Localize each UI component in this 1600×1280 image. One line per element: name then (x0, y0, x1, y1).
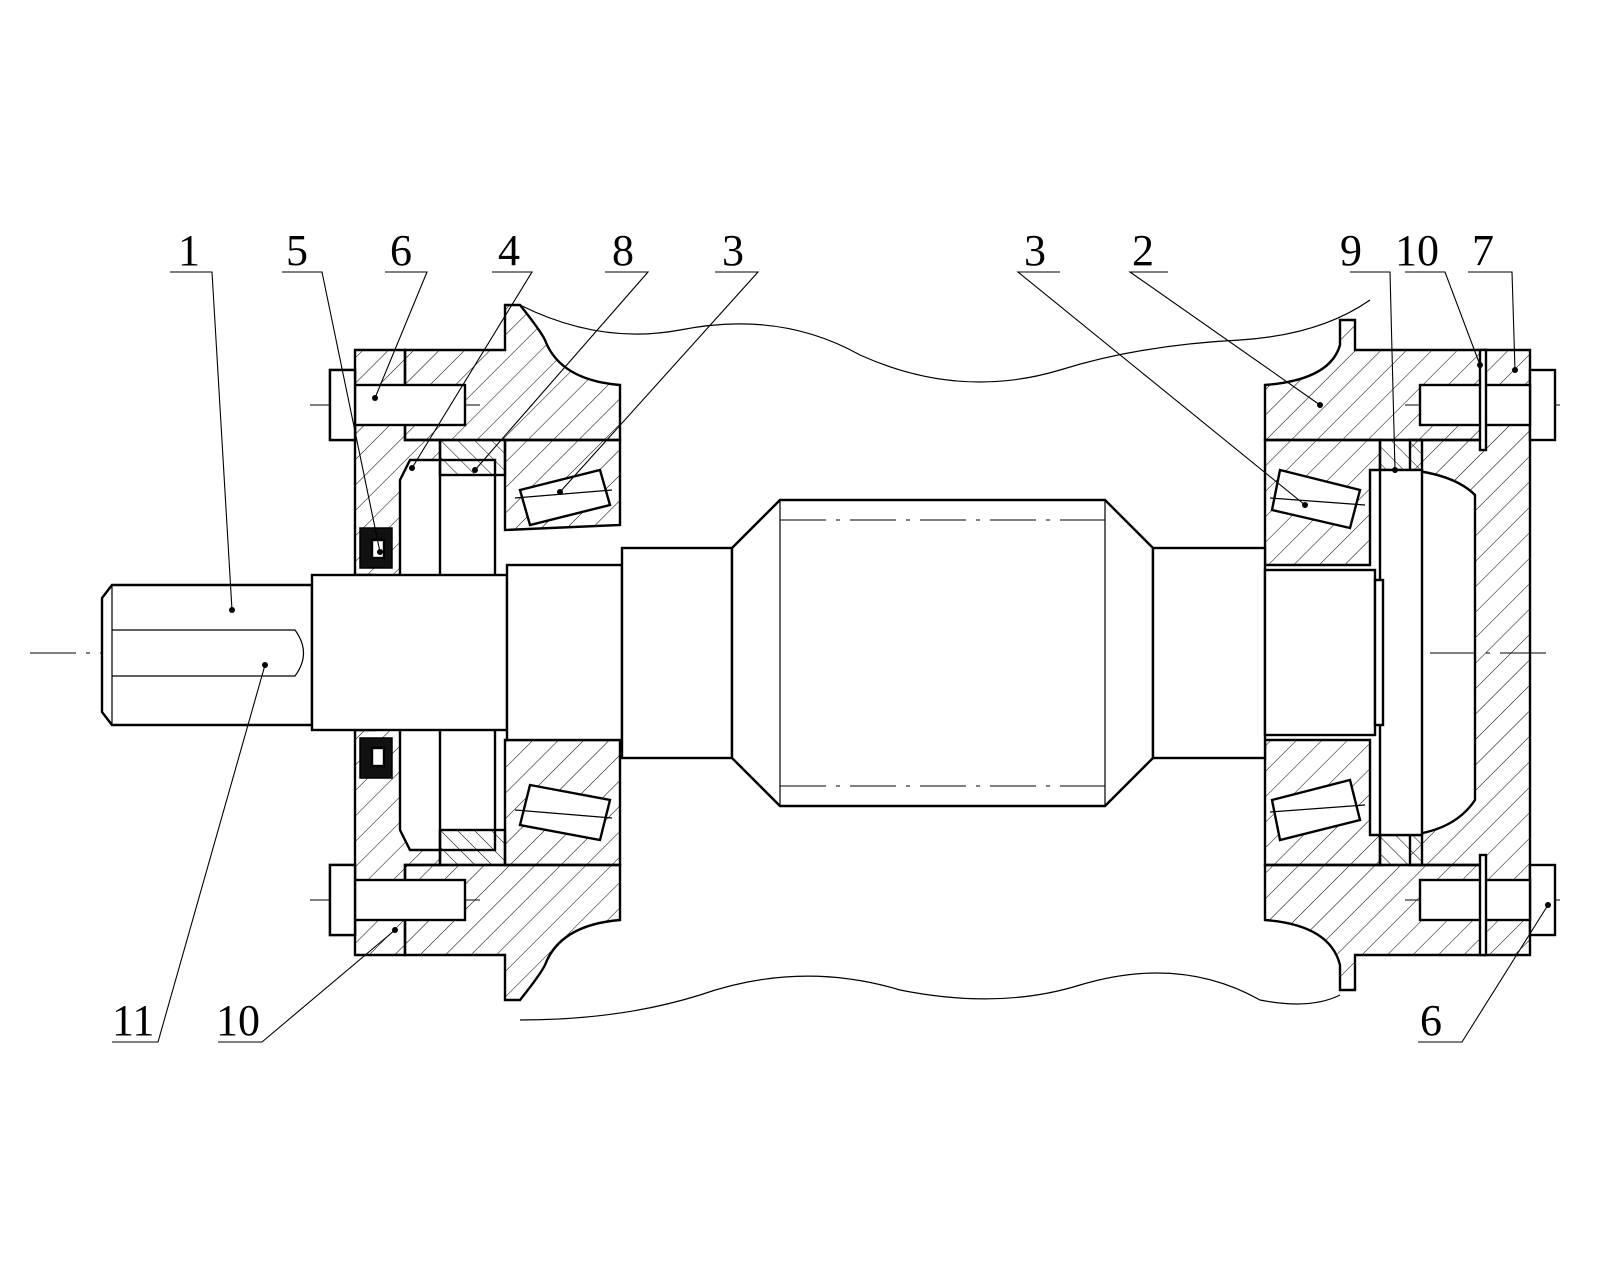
callout-7: 7 (1472, 226, 1494, 275)
right-top-bolt (1418, 383, 1532, 427)
right-bottom-bolt (1418, 878, 1532, 922)
left-top-bolt (328, 368, 467, 442)
callout-3-right: 3 (1024, 226, 1046, 275)
callout-6-bottom: 6 (1420, 996, 1442, 1045)
callout-8: 8 (612, 226, 634, 275)
callout-1: 1 (178, 226, 200, 275)
callout-9: 9 (1340, 226, 1362, 275)
callout-10-top: 10 (1395, 226, 1439, 275)
left-bottom-bolt (328, 863, 467, 937)
callout-10-bottom: 10 (216, 996, 260, 1045)
callout-3-left: 3 (722, 226, 744, 275)
callout-leaders (112, 271, 1551, 1043)
callout-2: 2 (1132, 226, 1154, 275)
right-adjusting-ring (1378, 438, 1424, 867)
right-tapered-roller-bearing (1263, 438, 1382, 867)
main-shaft (100, 498, 1385, 808)
callout-11: 11 (112, 996, 154, 1045)
right-gasket (1478, 348, 1488, 957)
callout-6-top: 6 (390, 226, 412, 275)
left-lip-seal (359, 527, 393, 779)
left-tapered-roller-bearing (503, 438, 622, 867)
callout-4: 4 (498, 226, 520, 275)
callout-5: 5 (286, 226, 308, 275)
